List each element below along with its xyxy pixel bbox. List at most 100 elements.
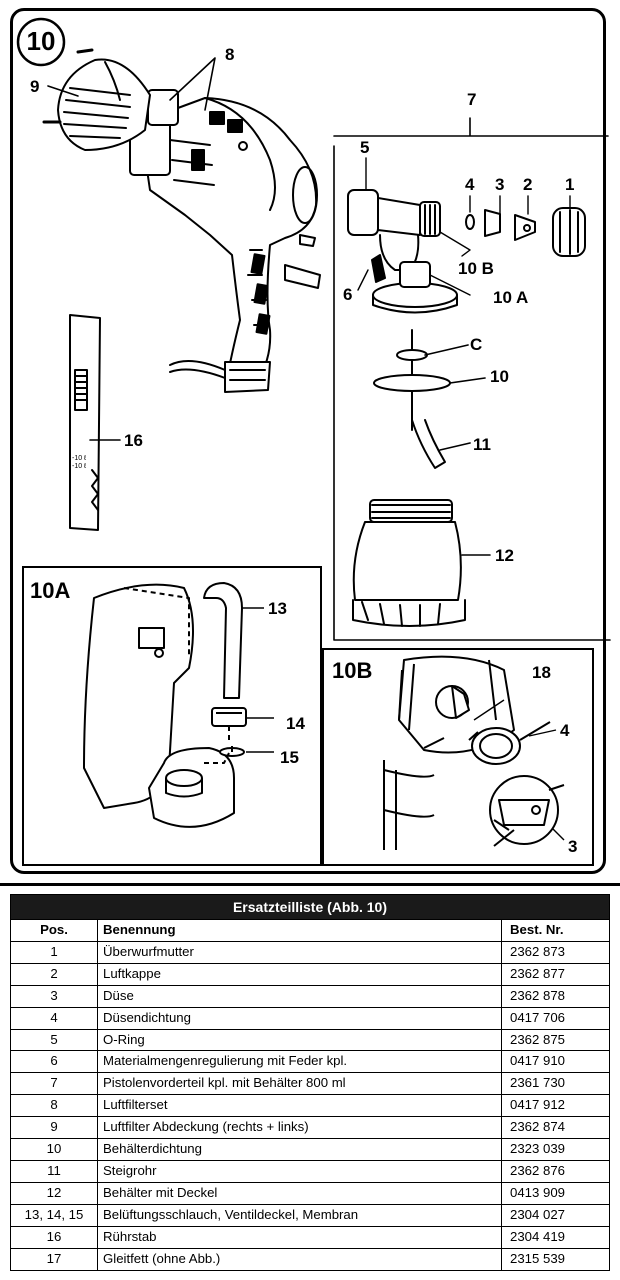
svg-text:3: 3	[568, 837, 577, 856]
cell-nr: 2362 873	[501, 940, 610, 964]
svg-text:12: 12	[495, 546, 514, 565]
inset-10b-title: 10B	[332, 658, 372, 683]
seal-and-tube	[373, 329, 486, 469]
cell-pos: 9	[10, 1116, 98, 1140]
cell-nr: 0413 909	[501, 1181, 610, 1205]
cell-name: Düsendichtung	[97, 1006, 502, 1030]
spray-gun-body	[129, 89, 321, 393]
cell-nr: 2304 419	[501, 1225, 610, 1249]
svg-text:10 A: 10 A	[493, 288, 528, 307]
cell-name: Überwurfmutter	[97, 940, 502, 964]
cell-pos: 2	[10, 962, 98, 986]
svg-text:10: 10	[490, 367, 509, 386]
header-pos: Pos.	[10, 919, 98, 942]
cell-pos: 7	[10, 1072, 98, 1096]
cell-nr: 2362 878	[501, 984, 610, 1008]
svg-text:7: 7	[467, 90, 476, 109]
air-filter-cover	[42, 48, 151, 151]
cell-pos: 5	[10, 1028, 98, 1052]
cell-pos: 8	[10, 1094, 98, 1118]
svg-text:5: 5	[360, 138, 369, 157]
cell-name: Materialmengenregulierung mit Feder kpl.	[97, 1050, 502, 1074]
cell-pos: 12	[10, 1181, 98, 1205]
svg-text:1: 1	[565, 175, 574, 194]
cell-nr: 2362 876	[501, 1159, 610, 1183]
cell-pos: 11	[10, 1159, 98, 1183]
cell-pos: 1	[10, 940, 98, 964]
cell-nr: 2362 874	[501, 1116, 610, 1140]
figure-number: 10	[27, 26, 56, 56]
cell-name: Behälterdichtung	[97, 1138, 502, 1161]
parts-list-title: Ersatzteilliste (Abb. 10)	[10, 894, 610, 920]
cell-pos: 4	[10, 1006, 98, 1030]
section-divider	[0, 883, 620, 886]
parts-table: Ersatzteilliste (Abb. 10) Pos. Benennung…	[10, 894, 610, 1271]
cell-pos: 3	[10, 984, 98, 1008]
svg-text:6: 6	[343, 285, 352, 304]
cell-name: Luftfilterset	[97, 1094, 502, 1118]
cell-name: Belüftungsschlauch, Ventildeckel, Membra…	[97, 1203, 502, 1227]
svg-text:10 B: 10 B	[458, 259, 494, 278]
cell-name: Steigrohr	[97, 1159, 502, 1183]
svg-text:2: 2	[523, 175, 532, 194]
cell-pos: 13, 14, 15	[10, 1203, 98, 1227]
container	[352, 499, 491, 627]
cell-pos: 17	[10, 1247, 98, 1271]
cell-name: Luftkappe	[97, 962, 502, 986]
inset-10a: 10A 13 14 15	[22, 566, 322, 866]
svg-text:4: 4	[465, 175, 475, 194]
header-name: Benennung	[97, 919, 502, 942]
svg-text:-10 ℓ: -10 ℓ	[72, 455, 87, 462]
header-nr: Best. Nr.	[501, 919, 610, 942]
inset-10a-title: 10A	[30, 578, 70, 603]
cell-name: Luftfilter Abdeckung (rechts + links)	[97, 1116, 502, 1140]
exploded-view-drawing: 10 8 9 7 5 4 3 2 1 10 B 6 10 A C 10 11 1…	[16, 17, 611, 641]
svg-text:15: 15	[280, 748, 299, 767]
stir-rod	[69, 314, 121, 531]
svg-text:18: 18	[532, 663, 551, 682]
svg-text:8: 8	[225, 45, 234, 64]
cell-pos: 6	[10, 1050, 98, 1074]
svg-text:11: 11	[473, 435, 491, 454]
svg-text:9: 9	[30, 77, 39, 96]
cell-nr: 2323 039	[501, 1138, 610, 1161]
svg-text:13: 13	[268, 599, 287, 618]
svg-text:3: 3	[495, 175, 504, 194]
cell-name: O-Ring	[97, 1028, 502, 1052]
cell-nr: 2362 877	[501, 962, 610, 986]
svg-text:14: 14	[286, 714, 305, 733]
cell-nr: 0417 706	[501, 1006, 610, 1030]
cell-nr: 2362 875	[501, 1028, 610, 1052]
cell-name: Gleitfett (ohne Abb.)	[97, 1247, 502, 1271]
cell-name: Pistolenvorderteil kpl. mit Behälter 800…	[97, 1072, 502, 1096]
cell-nr: 0417 910	[501, 1050, 610, 1074]
cell-nr: 2315 539	[501, 1247, 610, 1271]
cell-nr: 0417 912	[501, 1094, 610, 1118]
front-part-assembly	[347, 189, 586, 314]
svg-text:16: 16	[124, 431, 143, 450]
svg-text:4: 4	[560, 721, 570, 740]
cell-nr: 2361 730	[501, 1072, 610, 1096]
parts-list: Ersatzteilliste (Abb. 10) Pos. Benennung…	[10, 894, 610, 1271]
cell-name: Behälter mit Deckel	[97, 1181, 502, 1205]
cell-name: Rührstab	[97, 1225, 502, 1249]
svg-text:-10 ℓ: -10 ℓ	[72, 463, 87, 470]
cell-name: Düse	[97, 984, 502, 1008]
cell-pos: 10	[10, 1138, 98, 1161]
inset-10b: 10B 18 4 3	[322, 648, 594, 866]
figure-frame	[10, 8, 606, 874]
